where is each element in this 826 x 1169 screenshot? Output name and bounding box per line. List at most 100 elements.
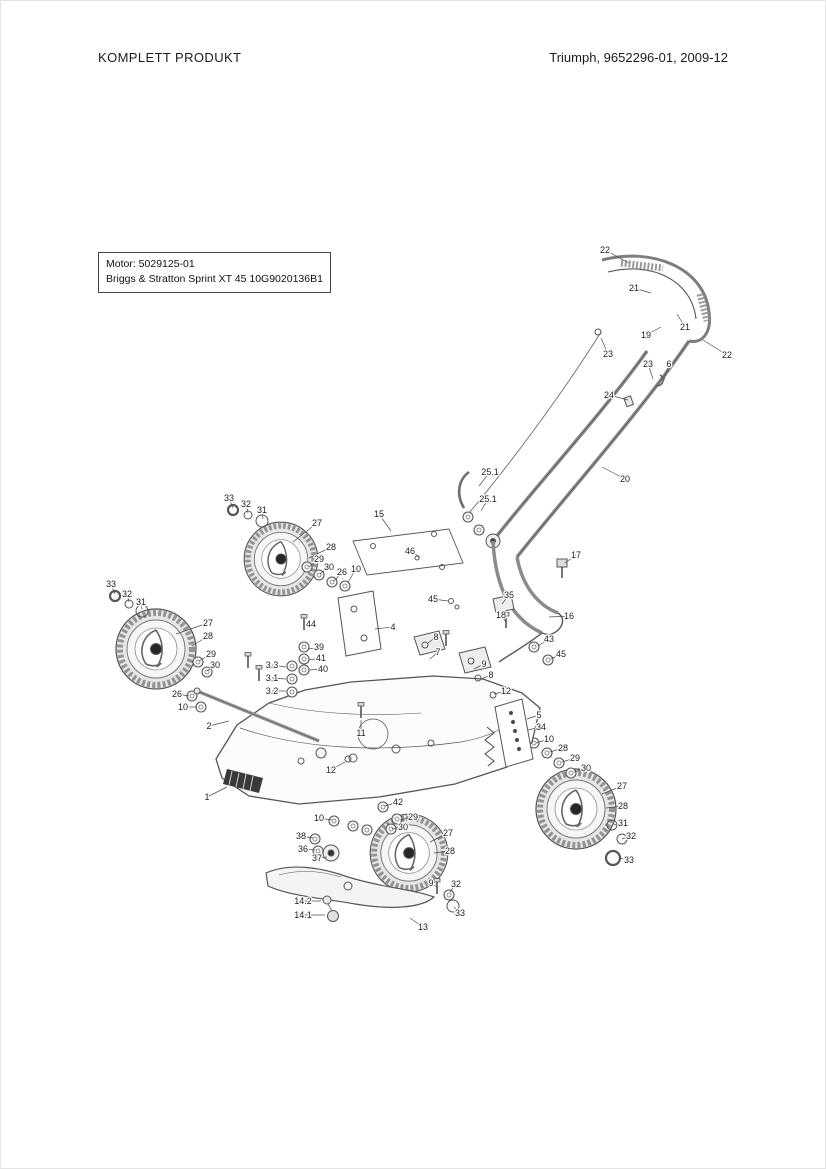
leader-line — [374, 626, 394, 630]
leader-line — [429, 651, 439, 660]
leader-line — [427, 636, 437, 644]
leader-line — [333, 571, 343, 582]
motor-model: Briggs & Stratton Sprint XT 45 10G902013… — [106, 273, 323, 286]
part-label: 3.2 — [266, 686, 279, 696]
leader-line — [271, 677, 287, 680]
leader-line — [480, 498, 489, 512]
leader-line — [292, 522, 318, 543]
leader-line — [573, 767, 587, 773]
leader-line — [318, 817, 333, 821]
leader-line — [378, 513, 392, 532]
leader-line — [306, 623, 312, 628]
leader-line — [300, 835, 314, 839]
part-label: 29 — [408, 812, 418, 822]
leader-line — [245, 503, 249, 514]
part-label: 46 — [405, 546, 415, 556]
part-label: 14.2 — [294, 896, 312, 906]
leader-line — [198, 653, 212, 662]
part-label: 32 — [626, 831, 636, 841]
part-label: 27 — [203, 618, 213, 628]
leader-line — [601, 466, 626, 480]
part-label: 43 — [544, 634, 554, 644]
part-label: 19 — [641, 330, 651, 340]
page-title: KOMPLETT PRODUKT — [98, 50, 242, 65]
leader-line — [191, 635, 209, 647]
part-label: 32 — [241, 499, 251, 509]
part-label: 22 — [600, 245, 610, 255]
leader-line — [453, 906, 461, 914]
part-label: 35 — [504, 590, 514, 600]
leader-line — [613, 822, 624, 826]
leader-line — [391, 826, 404, 830]
leader-line — [429, 832, 449, 843]
part-label: 26 — [337, 567, 347, 577]
leader-line — [501, 594, 510, 605]
part-label: 34 — [536, 722, 546, 732]
part-label: 23 — [603, 349, 613, 359]
part-label: 10 — [178, 702, 188, 712]
part-label: 37 — [312, 853, 322, 863]
part-label: 29 — [570, 753, 580, 763]
part-label: 30 — [581, 763, 591, 773]
leader-line — [537, 638, 550, 647]
part-label: 28 — [326, 542, 336, 552]
part-label: 7 — [435, 647, 440, 657]
part-label: 8 — [488, 670, 493, 680]
part-label: 21 — [629, 283, 639, 293]
part-label: 45 — [556, 649, 566, 659]
leader-line — [473, 663, 485, 670]
part-label: 23 — [643, 359, 653, 369]
leader-line — [433, 850, 451, 854]
leader-line — [604, 249, 630, 264]
part-label: 30 — [324, 562, 334, 572]
leader-line — [608, 394, 629, 401]
leader-line — [228, 497, 234, 509]
part-label: 25.1 — [481, 467, 499, 477]
part-label: 16 — [564, 611, 574, 621]
leader-line — [601, 785, 623, 795]
leader-line — [302, 848, 316, 851]
part-label: 1 — [204, 792, 209, 802]
part-label: 27 — [617, 781, 627, 791]
motor-info-box: Motor: 5029125-01 Briggs & Stratton Spri… — [98, 252, 331, 294]
leader-line — [319, 566, 330, 575]
part-label: 28 — [203, 631, 213, 641]
part-label: 45 — [428, 594, 438, 604]
part-label: 2 — [206, 721, 211, 731]
part-label: 9 — [481, 659, 486, 669]
part-label: 40 — [318, 664, 328, 674]
leader-line — [330, 761, 346, 771]
leader-line — [206, 786, 228, 798]
part-label: 8 — [433, 632, 438, 642]
leader-line — [645, 326, 662, 336]
part-label: 29 — [206, 649, 216, 659]
part-label: 32 — [451, 879, 461, 889]
leader-line — [702, 339, 728, 356]
leader-line — [600, 337, 609, 355]
leader-line — [548, 615, 570, 618]
leader-line — [308, 657, 322, 661]
part-label: 41 — [316, 653, 326, 663]
part-label: 33 — [224, 493, 234, 503]
part-label: 13 — [418, 922, 428, 932]
document-reference: Triumph, 9652296-01, 2009-12 — [549, 50, 728, 65]
leader-line — [526, 714, 540, 720]
leader-line — [409, 917, 424, 928]
part-label: 31 — [257, 505, 267, 515]
part-label: 25.1 — [479, 494, 497, 504]
part-label: 17 — [571, 550, 581, 560]
part-label: 42 — [393, 797, 403, 807]
leader-line — [347, 568, 357, 583]
leader-line — [308, 646, 320, 650]
leader-line — [561, 757, 576, 763]
leader-line — [676, 313, 686, 328]
part-label: 10 — [351, 564, 361, 574]
leader-line — [493, 690, 507, 695]
part-label: 28 — [618, 801, 628, 811]
leader-line — [430, 882, 438, 888]
leader-line — [126, 593, 130, 603]
leader-line — [308, 546, 332, 559]
part-label: 3.1 — [266, 673, 279, 683]
leader-line — [647, 363, 654, 380]
